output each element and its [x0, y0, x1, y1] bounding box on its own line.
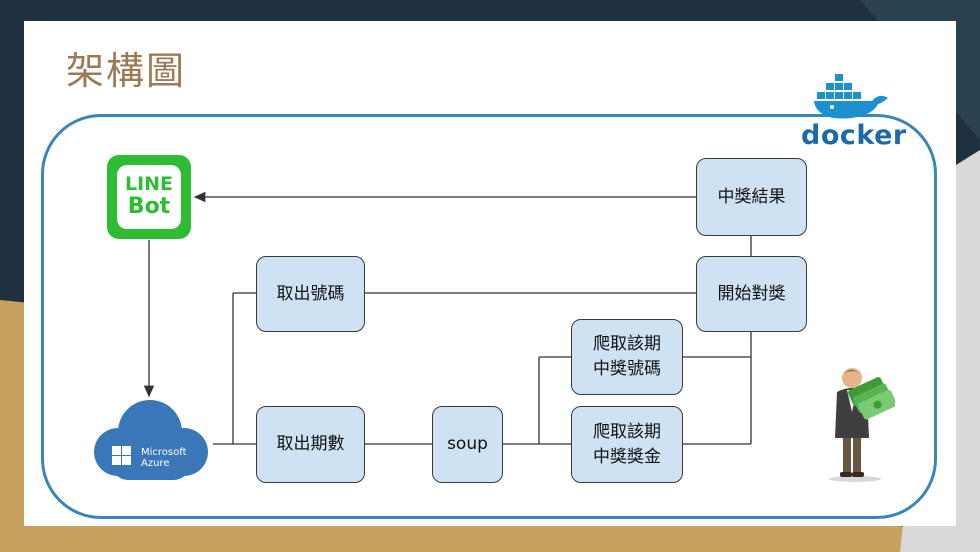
node-soup-label: soup: [447, 434, 488, 455]
docker-whale-icon: [814, 74, 888, 119]
node-fetch-period: 取出期數: [256, 406, 365, 483]
node-crawl-prize-line1: 爬取該期: [593, 421, 661, 442]
node-start-check-label: 開始對獎: [717, 283, 786, 304]
azure-label: Microsoft Azure: [141, 447, 187, 469]
line-bot-logo: LINE Bot: [107, 155, 191, 239]
azure-label-line1: Microsoft: [141, 447, 187, 458]
azure-cloud-icon: [94, 400, 208, 480]
node-crawl-prize-line2: 中獎獎金: [593, 446, 661, 467]
node-fetch-numbers: 取出號碼: [256, 256, 365, 332]
docker-logo-text: docker: [801, 120, 907, 151]
node-result: 中獎結果: [696, 158, 807, 236]
node-soup: soup: [432, 406, 503, 483]
node-crawl-numbers: 爬取該期 中獎號碼: [571, 319, 683, 395]
line-bot-logo-line1: LINE: [124, 173, 174, 196]
node-result-label: 中獎結果: [717, 186, 786, 207]
line-bot-logo-line2: Bot: [127, 194, 171, 220]
node-fetch-period-label: 取出期數: [276, 434, 345, 455]
money-man-illustration: [829, 368, 895, 482]
node-start-check: 開始對獎: [696, 256, 807, 332]
node-crawl-numbers-line2: 中獎號碼: [593, 359, 661, 379]
node-crawl-prize: 爬取該期 中獎獎金: [571, 406, 683, 483]
slide-title: 架構圖: [66, 49, 187, 93]
node-fetch-numbers-label: 取出號碼: [276, 283, 345, 304]
node-crawl-numbers-line1: 爬取該期: [593, 334, 661, 355]
docker-container-frame: [41, 114, 937, 519]
azure-label-line2: Azure: [141, 458, 170, 469]
